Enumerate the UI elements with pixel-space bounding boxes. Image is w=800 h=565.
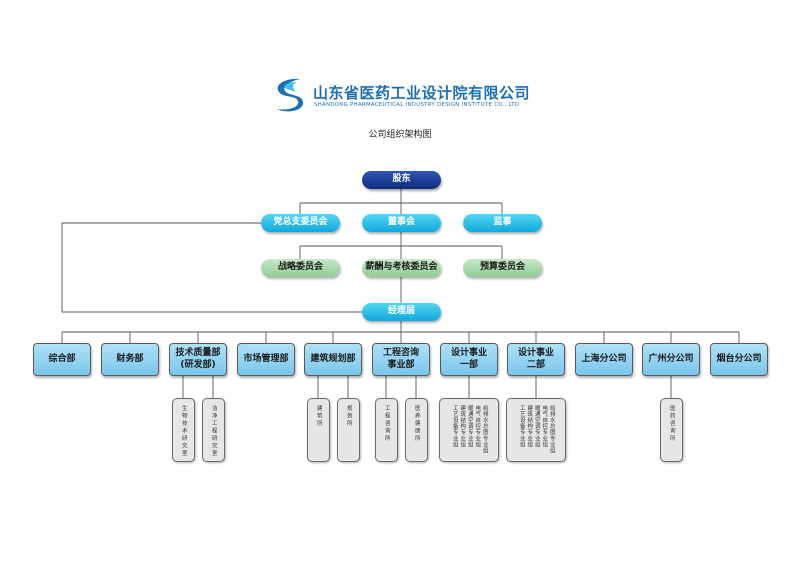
department-node: 综合部 <box>33 343 91 376</box>
sub-unit-box: 洁净工程研究室 <box>201 398 225 462</box>
shareholders-node: 股东 <box>362 171 441 189</box>
department-node: 市场管理部 <box>237 343 295 376</box>
department-node: 设计事业 一部 <box>440 343 498 376</box>
department-node: 技术质量部 (研发部) <box>169 343 227 376</box>
sub-unit-label: 生物技术研究室 <box>180 405 187 458</box>
party-committee-node: 党总支委员会 <box>261 214 340 232</box>
sub-unit-box: 工程咨询所 <box>374 398 398 462</box>
sub-unit-box: 医药咨询所 <box>659 398 683 462</box>
sub-unit-label: 暖通空调专业组 <box>533 405 540 448</box>
sub-unit-box: 生物技术研究室 <box>171 398 195 462</box>
budget-committee-node: 预算委员会 <box>463 259 542 277</box>
sub-unit-label: 电气自控专业组 <box>474 405 481 448</box>
sub-unit-label: 建筑结构专业组 <box>459 405 466 448</box>
sub-unit-label: 暖通空调专业组 <box>466 405 473 448</box>
sub-unit-label: 给排水总图专业组 <box>548 405 555 454</box>
compensation-committee-node: 薪酬与考核委员会 <box>362 259 441 277</box>
department-node: 广州分公司 <box>642 343 700 376</box>
management-node: 经理层 <box>362 303 441 321</box>
sub-unit-label: 医养健康所 <box>413 405 420 443</box>
company-name-en: SHANDONG PHARMACEUTICAL INDUSTRY DESIGN … <box>314 102 520 108</box>
department-node: 烟台分公司 <box>710 343 768 376</box>
department-node: 上海分公司 <box>575 343 633 376</box>
sub-unit-label: 工程咨询所 <box>383 405 390 443</box>
sub-unit-label: 电气自控专业组 <box>541 405 548 448</box>
department-node: 建筑规划部 <box>304 343 362 376</box>
department-node: 设计事业 二部 <box>507 343 565 376</box>
sub-unit-label: 建筑所 <box>315 405 322 428</box>
board-node: 董事会 <box>362 214 441 232</box>
swirl-s-logo-icon <box>277 78 304 112</box>
sub-unit-box: 建筑所 <box>306 398 330 462</box>
sub-unit-label: 洁净工程研究室 <box>210 405 217 458</box>
sub-unit-box: 工艺设备专业组建筑结构专业组暖通空调专业组电气自控专业组给排水总图专业组 <box>439 398 499 462</box>
chart-title: 公司组织架构图 <box>368 130 432 140</box>
company-name-cn: 山东省医药工业设计院有限公司 <box>313 84 531 102</box>
sub-unit-box: 规划所 <box>336 398 360 462</box>
supervisor-node: 监事 <box>463 214 542 232</box>
sub-unit-label: 给排水总图专业组 <box>481 405 488 454</box>
department-node: 财务部 <box>101 343 159 376</box>
sub-unit-box: 工艺设备专业组建筑结构专业组暖通空调专业组电气自控专业组给排水总图专业组 <box>506 398 566 462</box>
sub-unit-label: 医药咨询所 <box>668 405 675 443</box>
sub-unit-label: 规划所 <box>345 405 352 428</box>
sub-unit-box: 医养健康所 <box>404 398 428 462</box>
sub-unit-label: 工艺设备专业组 <box>451 405 458 448</box>
sub-unit-label: 工艺设备专业组 <box>518 405 525 448</box>
department-node: 工程咨询 事业部 <box>372 343 430 376</box>
strategy-committee-node: 战略委员会 <box>261 259 340 277</box>
sub-unit-label: 建筑结构专业组 <box>526 405 533 448</box>
